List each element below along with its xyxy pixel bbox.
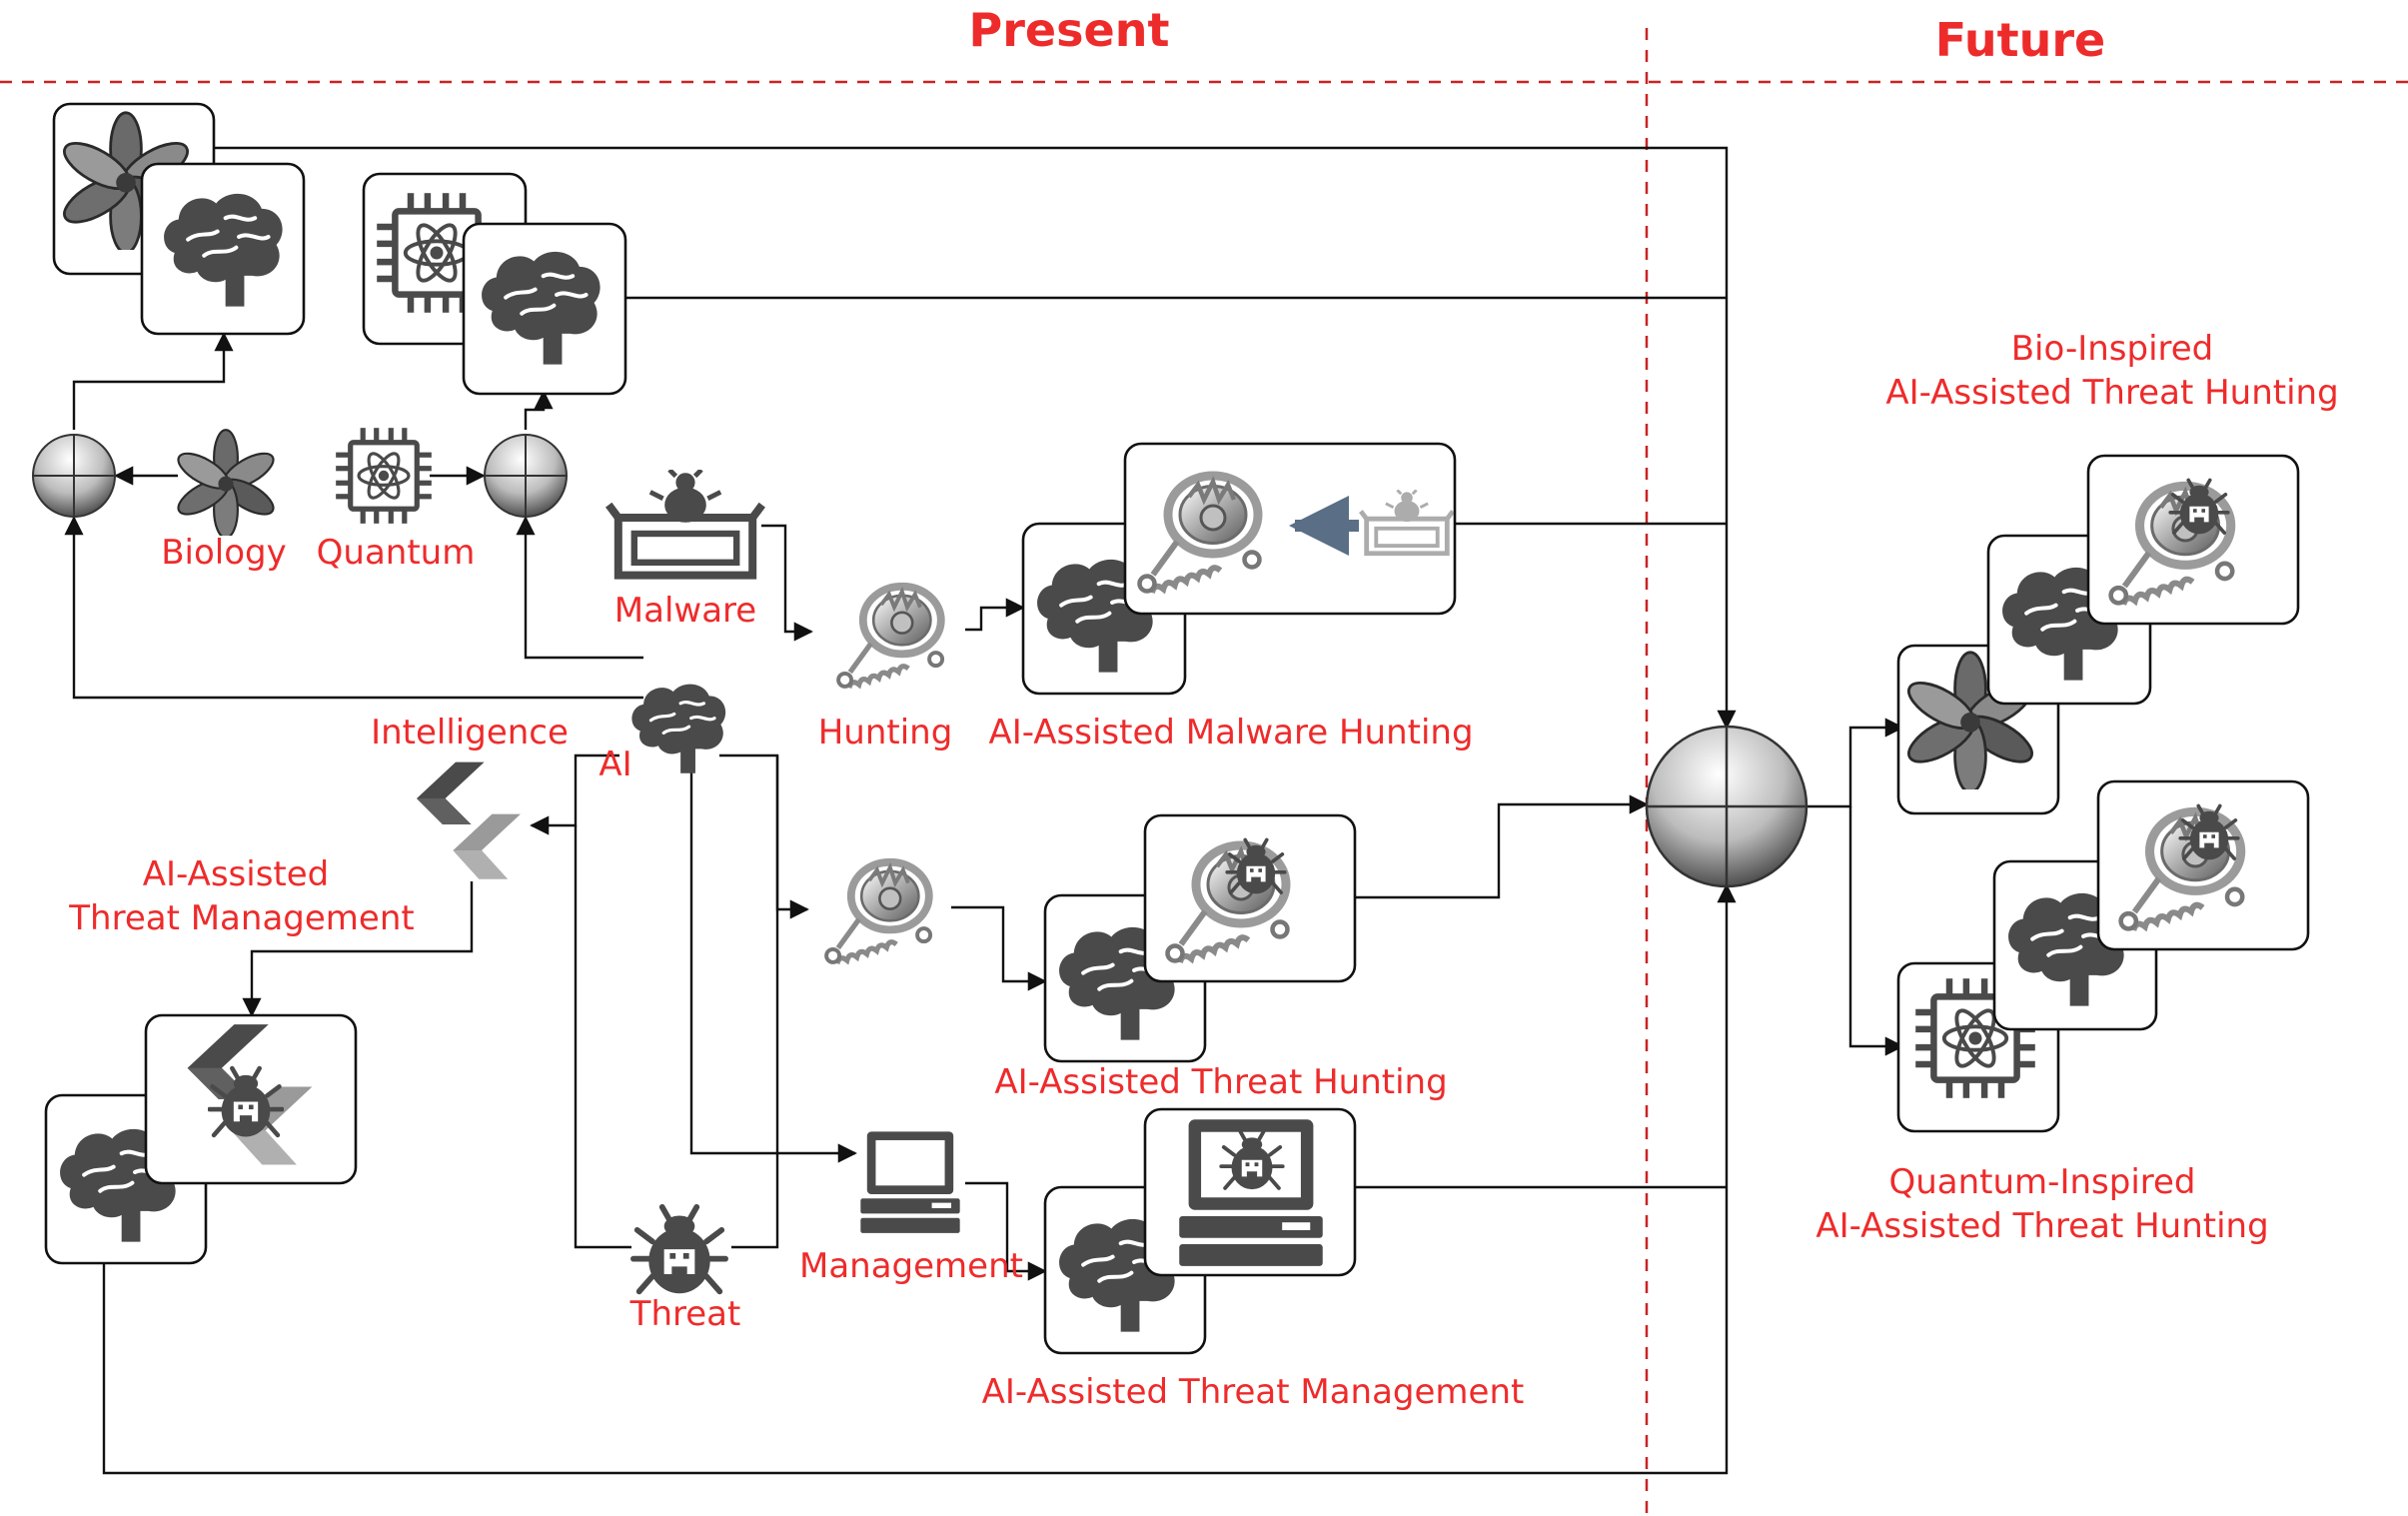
ai-threat-management-full-label: AI-Assisted Threat Management xyxy=(982,1372,1525,1412)
threat-label: Threat xyxy=(629,1294,741,1334)
hunting-trap-icon-2 xyxy=(826,862,930,963)
management-label: Management xyxy=(799,1246,1023,1286)
ai-threat-management-full-composite xyxy=(1043,1107,1357,1355)
quantum-brain-composite xyxy=(362,172,627,396)
biology-flower-icon xyxy=(172,429,280,536)
quantum-chip-icon xyxy=(336,428,432,524)
malware-box-icon xyxy=(608,470,762,576)
bio-inspired-composite xyxy=(1896,454,2300,815)
malware-label: Malware xyxy=(614,591,756,631)
quantum-label: Quantum xyxy=(317,533,476,573)
ai-brain-icon xyxy=(631,685,725,773)
ai-threat-management-label-line2: Threat Management xyxy=(68,898,414,938)
hunting-trap-icon xyxy=(838,587,942,688)
ai-malware-hunting-label: AI-Assisted Malware Hunting xyxy=(988,713,1473,753)
connectors xyxy=(64,146,1904,1475)
future-header: Future xyxy=(1935,13,2106,67)
bio-inspired-label-line2: AI-Assisted Threat Hunting xyxy=(1885,373,2338,413)
ai-threat-hunting-label: AI-Assisted Threat Hunting xyxy=(994,1062,1447,1102)
quantum-inspired-label-line1: Quantum-Inspired xyxy=(1888,1162,2195,1202)
threat-bug-icon xyxy=(633,1207,725,1293)
ai-label: AI xyxy=(599,745,631,784)
intelligence-chevrons-icon xyxy=(417,761,521,879)
quantum-sum-node xyxy=(484,434,568,518)
hunting-label: Hunting xyxy=(818,713,953,753)
bio-brain-composite xyxy=(52,102,306,336)
quantum-inspired-composite xyxy=(1896,779,2310,1133)
bio-sum-node xyxy=(32,434,116,518)
main-sum-node xyxy=(1645,725,1808,888)
ai-threat-hunting-composite xyxy=(1043,813,1357,1063)
ai-threat-management-composite xyxy=(44,1013,358,1265)
management-computer-icon xyxy=(860,1131,960,1233)
ai-malware-hunting-composite xyxy=(1021,442,1457,696)
quantum-inspired-label-line2: AI-Assisted Threat Hunting xyxy=(1815,1206,2268,1246)
bio-inspired-label-line1: Bio-Inspired xyxy=(2011,329,2214,369)
present-header: Present xyxy=(969,3,1170,57)
intelligence-label: Intelligence xyxy=(371,713,569,753)
biology-label: Biology xyxy=(161,533,287,573)
ai-threat-management-label-line1: AI-Assisted xyxy=(143,854,330,894)
